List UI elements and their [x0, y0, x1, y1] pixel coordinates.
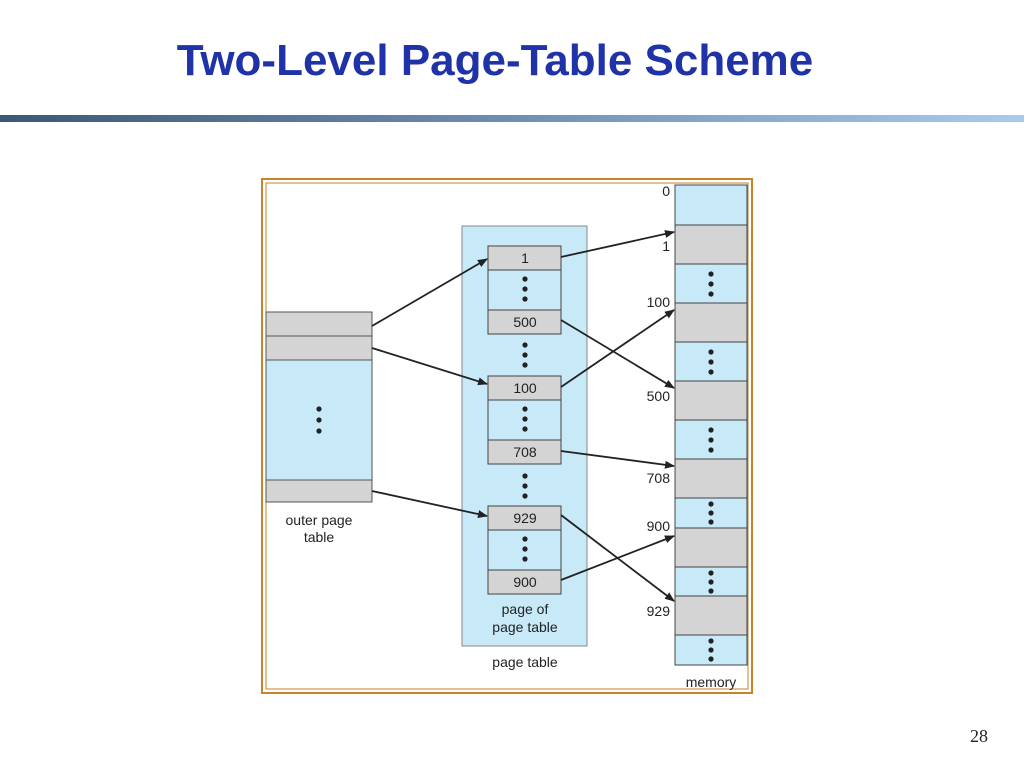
memory-frame-label-500: 500: [647, 388, 671, 404]
page-table-entry-500: 500: [513, 314, 537, 330]
page-table-entry-900: 900: [513, 574, 537, 590]
arrow-outer-0: [371, 258, 488, 327]
ellipsis-icon: [316, 406, 322, 434]
memory-frame-label-929: 929: [647, 603, 671, 619]
arrows-outer-to-inner: [371, 258, 488, 518]
arrow-entry-900: [560, 535, 675, 581]
ellipsis-icon: [708, 349, 714, 375]
memory-frame-label-1: 1: [662, 238, 670, 254]
arrow-outer-last: [371, 490, 488, 518]
page-of-page-table-2: [487, 375, 562, 465]
outer-page-table-label-line2: table: [304, 529, 335, 545]
ellipsis-icon: [708, 638, 714, 662]
arrow-entry-708: [560, 450, 675, 469]
title-divider: [0, 115, 1024, 122]
memory-frame-label-100: 100: [647, 294, 671, 310]
page-of-page-table-label-line1: page of: [502, 601, 549, 617]
ellipsis-icon: [708, 501, 714, 525]
memory-label: memory: [686, 674, 737, 690]
page-table-entry-929: 929: [513, 510, 537, 526]
outer-page-table-label-line1: outer page: [286, 512, 353, 528]
memory-frame-label-0: 0: [662, 183, 670, 199]
page-of-page-table-label-line2: page table: [492, 619, 558, 635]
ellipsis-icon: [708, 271, 714, 297]
memory-frame-label-900: 900: [647, 518, 671, 534]
page-table-label: page table: [492, 654, 558, 670]
page-table-entry-100: 100: [513, 380, 537, 396]
arrow-entry-500: [560, 319, 675, 389]
arrow-entry-100: [560, 309, 675, 388]
page-of-page-table-1: [487, 245, 562, 335]
arrow-entry-1: [560, 230, 675, 258]
ellipsis-icon: [522, 406, 528, 432]
page-of-page-table-3: [487, 505, 562, 595]
ellipsis-icon: [522, 342, 528, 368]
page-table-entry-1: 1: [521, 250, 529, 266]
outer-page-table: [265, 311, 373, 503]
ellipsis-icon: [708, 427, 714, 453]
ellipsis-icon: [708, 570, 714, 594]
page-number: 28: [970, 726, 988, 746]
memory-frame-label-708: 708: [647, 470, 671, 486]
ellipsis-icon: [522, 276, 528, 302]
ellipsis-icon: [522, 473, 528, 499]
page-table-entry-708: 708: [513, 444, 537, 460]
ellipsis-icon: [522, 536, 528, 562]
memory-column: [674, 184, 748, 666]
arrow-outer-1: [371, 347, 488, 386]
arrows-inner-to-memory: [560, 230, 675, 602]
slide-title: Two-Level Page-Table Scheme: [176, 36, 814, 85]
